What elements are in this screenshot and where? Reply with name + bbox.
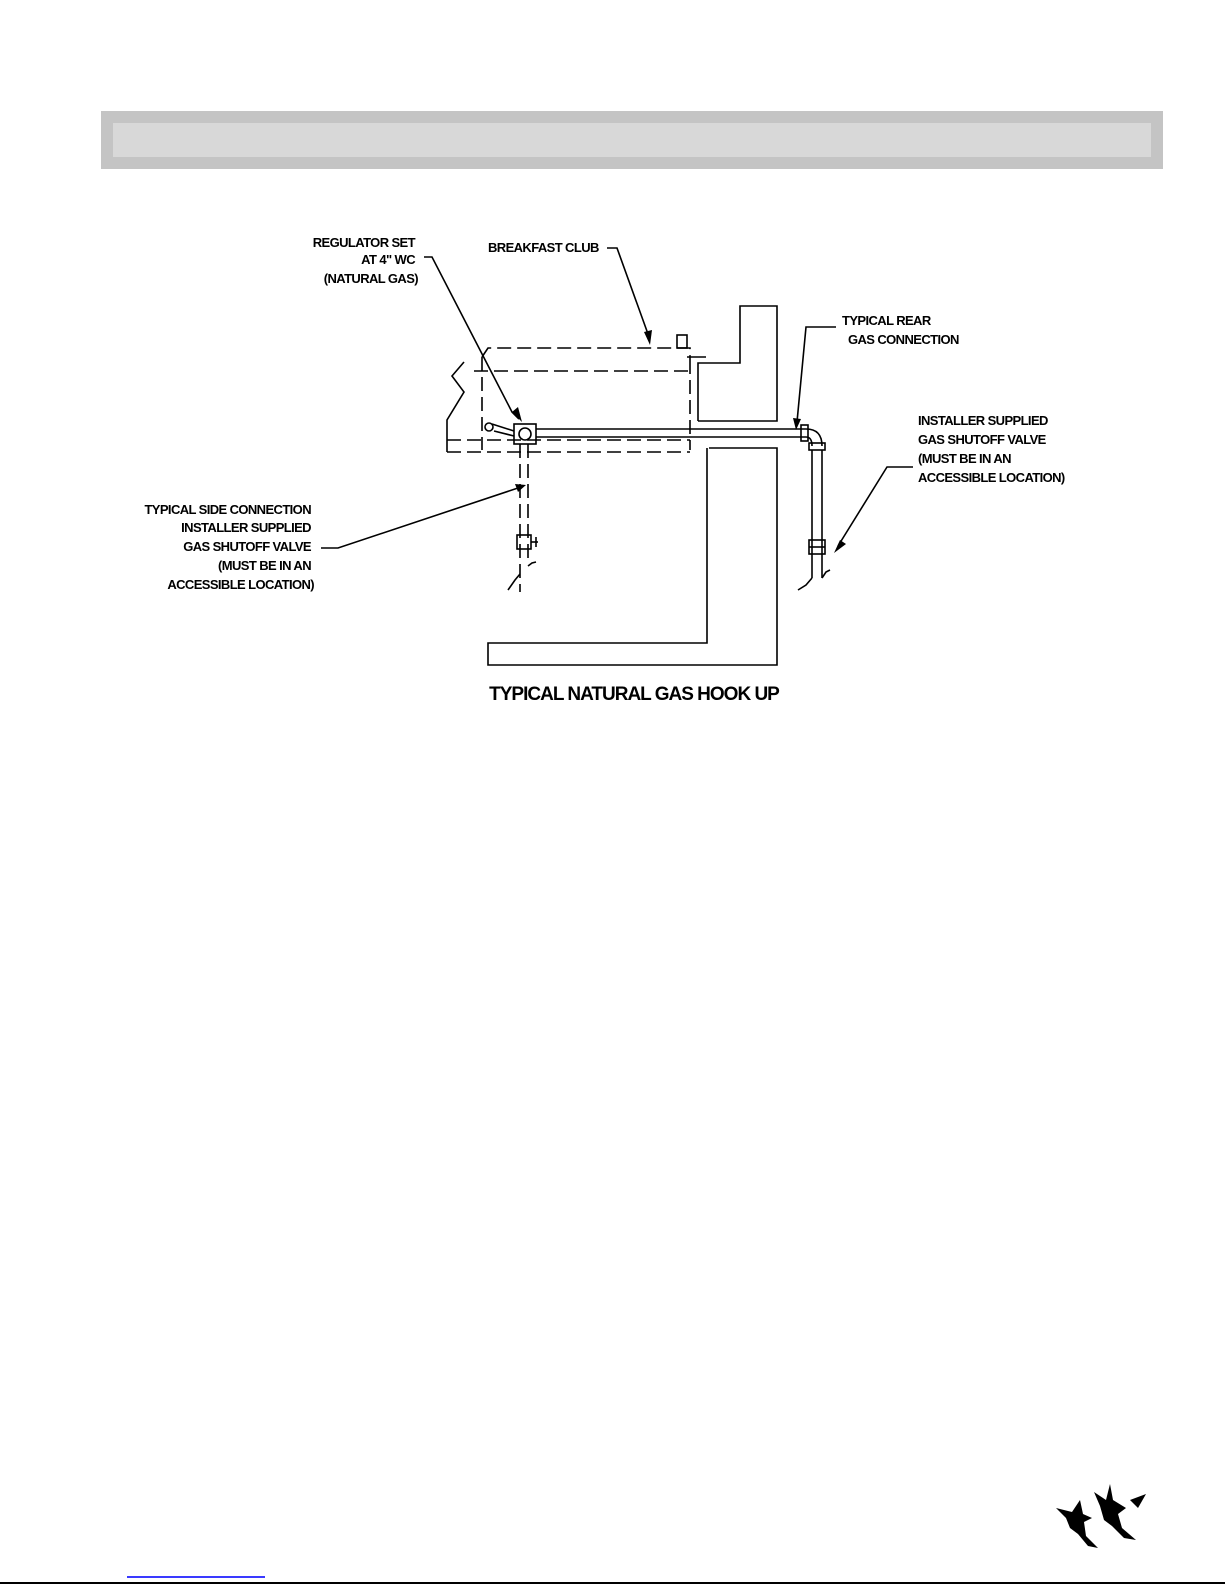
rear-valve-leader <box>838 467 913 546</box>
side-connection-label: TYPICAL SIDE CONNECTION INSTALLER SUPPLI… <box>144 502 314 592</box>
side-connection-leader <box>321 488 518 548</box>
wall-lower <box>488 448 777 665</box>
rear-connection-label: TYPICAL REAR GAS CONNECTION <box>842 313 959 347</box>
diagram-caption: TYPICAL NATURAL GAS HOOK UP <box>489 684 780 705</box>
side-gas-pipe <box>508 444 538 592</box>
breakfast-club-leader <box>607 248 648 334</box>
rear-gas-pipe <box>536 425 830 590</box>
regulator-icon <box>485 423 536 444</box>
rear-valve-label: INSTALLER SUPPLIED GAS SHUTOFF VALVE (MU… <box>918 413 1065 485</box>
rear-connection-leader <box>797 327 836 422</box>
breakfast-club-label: BREAKFAST CLUB <box>488 240 599 255</box>
bottom-rule <box>0 1582 1225 1584</box>
footer-link[interactable] <box>127 1576 265 1578</box>
regulator-leader <box>424 257 519 419</box>
breakfast-club-appliance <box>447 335 706 452</box>
regulator-label: REGULATOR SET AT 4" WC (NATURAL GAS) <box>313 235 419 286</box>
wall-upper <box>698 306 777 421</box>
geese-logo-icon <box>1056 1484 1146 1548</box>
